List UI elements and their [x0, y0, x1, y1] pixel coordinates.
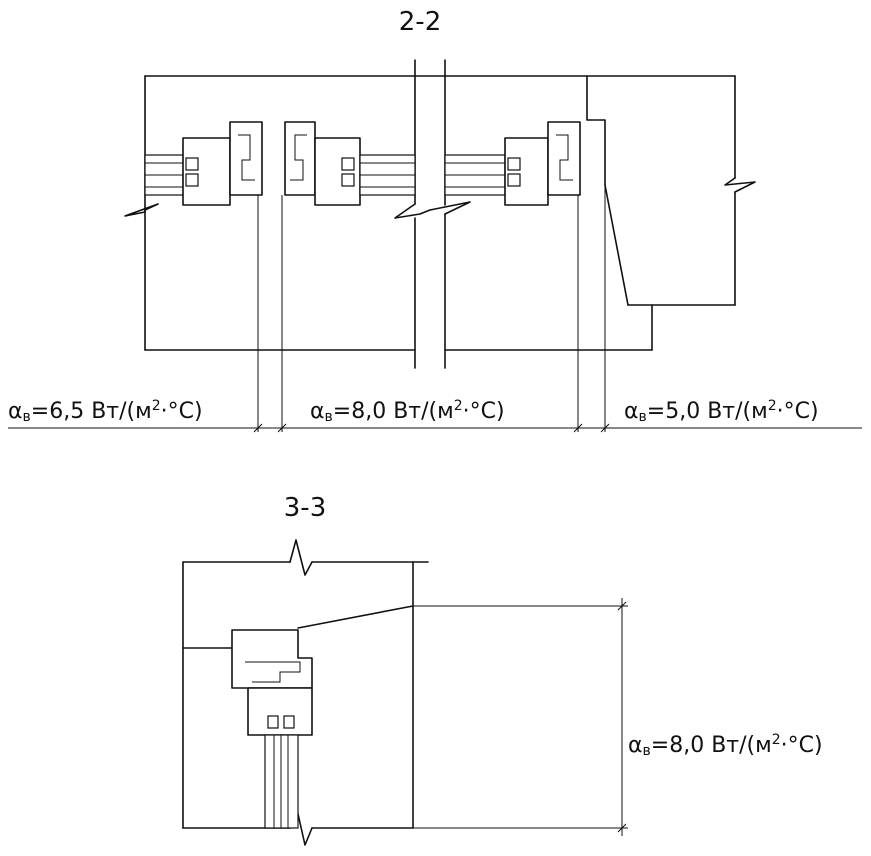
window-profile-3-3	[231, 629, 313, 829]
wall-right	[429, 59, 756, 369]
wall-3-3	[182, 539, 429, 846]
alpha-label-zone-2: αв=8,0 Вт/(м2·°С)	[310, 398, 505, 425]
window-profile-right	[444, 121, 581, 206]
alpha-label-zone-1: αв=6,5 Вт/(м2·°С)	[8, 398, 203, 425]
dimension-lines-3-3	[413, 598, 628, 836]
window-profile-left	[144, 121, 416, 206]
section-title-3-3: 3-3	[284, 493, 326, 523]
section-2-2: 2-2	[8, 7, 862, 433]
alpha-label-zone-3: αв=5,0 Вт/(м2·°С)	[624, 398, 819, 425]
section-title-2-2: 2-2	[399, 7, 441, 37]
section-3-3: 3-3	[182, 493, 823, 846]
alpha-label-3-3: αв=8,0 Вт/(м2·°С)	[628, 732, 823, 759]
wall-left	[124, 59, 736, 369]
dimension-lines-2-2	[8, 185, 862, 433]
